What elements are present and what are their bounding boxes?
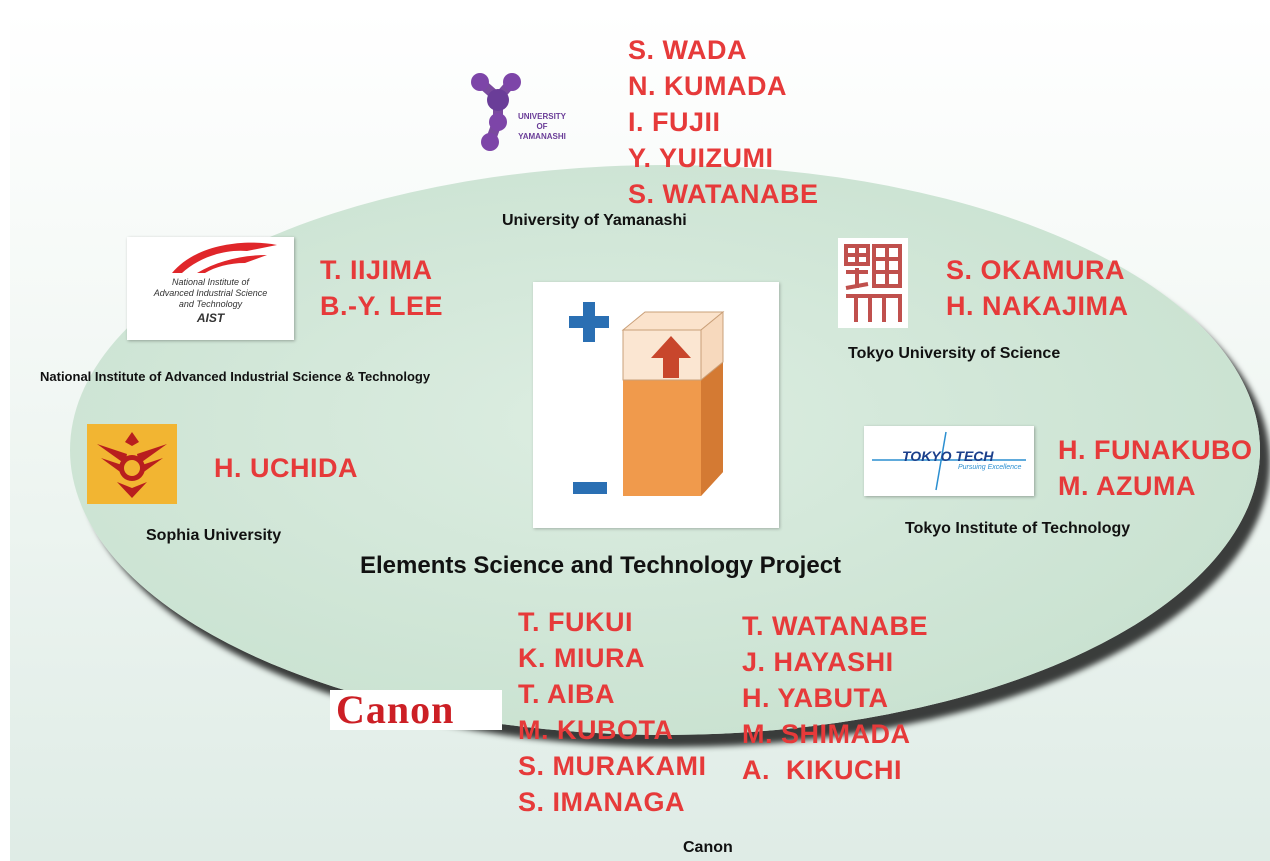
tus-logo: [838, 238, 908, 328]
aist-name: National Institute of Advanced Industria…: [40, 369, 431, 384]
aist-logo-line2: Advanced Industrial Science: [153, 288, 268, 298]
member-name: Y. YUIZUMI: [628, 143, 774, 173]
canon-logo-text: Canon: [336, 687, 455, 732]
molecule-icon: [471, 73, 521, 151]
sophia-name: Sophia University: [146, 527, 282, 544]
sophia-members: H. UCHIDA: [214, 450, 358, 486]
yamanashi-logo-line1: UNIVERSITY: [518, 112, 567, 121]
aist-logo-line1: National Institute of: [171, 277, 250, 287]
member-name: S. OKAMURA: [946, 255, 1125, 285]
yamanashi-members: S. WADA N. KUMADA I. FUJII Y. YUIZUMI S.…: [628, 32, 819, 212]
phoenix-crest-icon: [97, 432, 167, 498]
member-name: T. WATANABE: [742, 611, 928, 641]
member-name: T. AIBA: [518, 679, 615, 709]
member-name: K. MIURA: [518, 643, 645, 673]
sophia-logo: [87, 424, 177, 504]
member-name: N. KUMADA: [628, 71, 787, 101]
yamanashi-logo-line2: OF: [536, 122, 548, 131]
member-name: S. WADA: [628, 35, 748, 65]
aist-swoosh-icon: [172, 242, 277, 273]
member-name: T. IIJIMA: [320, 255, 433, 285]
member-name: M. SHIMADA: [742, 719, 911, 749]
member-name: J. HAYASHI: [742, 647, 894, 677]
aist-logo-line3: and Technology: [178, 299, 243, 309]
tit-logo-line1: TOKYO TECH: [902, 448, 994, 464]
member-name: S. WATANABE: [628, 179, 819, 209]
tus-members: S. OKAMURA H. NAKAJIMA: [946, 252, 1129, 324]
canon-name: Canon: [683, 839, 733, 856]
aist-logo: National Institute of Advanced Industria…: [127, 237, 294, 340]
member-name: S. MURAKAMI: [518, 751, 707, 781]
tit-lines-icon: [872, 431, 1026, 491]
member-name: M. KUBOTA: [518, 715, 674, 745]
member-name: H. UCHIDA: [214, 453, 358, 483]
member-name: B.-Y. LEE: [320, 291, 444, 321]
tit-members: H. FUNAKUBO M. AZUMA: [1058, 432, 1253, 504]
canon-members-col2: T. WATANABE J. HAYASHI H. YABUTA M. SHIM…: [742, 608, 928, 788]
tit-name: Tokyo Institute of Technology: [905, 520, 1131, 537]
member-name: T. FUKUI: [518, 607, 633, 637]
up-arrow-icon: [651, 336, 691, 378]
yamanashi-logo: UNIVERSITY OF YAMANASHI: [468, 70, 608, 160]
aist-members: T. IIJIMA B.-Y. LEE: [320, 252, 443, 324]
member-name: M. AZUMA: [1058, 471, 1196, 501]
plus-sign-icon: [569, 302, 609, 342]
yamanashi-logo-line3: YAMANASHI: [518, 132, 566, 141]
member-name: S. IMANAGA: [518, 787, 685, 817]
canon-logo: Canon: [330, 687, 502, 732]
member-name: H. NAKAJIMA: [946, 291, 1129, 321]
canon-members-col1: T. FUKUI K. MIURA T. AIBA M. KUBOTA S. M…: [518, 604, 707, 820]
yamanashi-name: University of Yamanashi: [502, 212, 687, 229]
member-name: A. KIKUCHI: [742, 755, 902, 785]
tit-logo: TOKYO TECH Pursuing Excellence: [864, 426, 1034, 496]
member-name: H. FUNAKUBO: [1058, 435, 1253, 465]
minus-sign-icon: [573, 482, 607, 494]
tit-logo-line2: Pursuing Excellence: [958, 464, 1022, 471]
polarization-cube-icon: [569, 302, 725, 496]
member-name: H. YABUTA: [742, 683, 889, 713]
center-illustration: [533, 282, 779, 528]
member-name: I. FUJII: [628, 107, 721, 137]
ri-kanji-seal-icon: [844, 244, 902, 322]
aist-logo-line4: AIST: [196, 311, 225, 325]
project-title: Elements Science and Technology Project: [360, 552, 842, 579]
tus-name: Tokyo University of Science: [848, 345, 1061, 362]
